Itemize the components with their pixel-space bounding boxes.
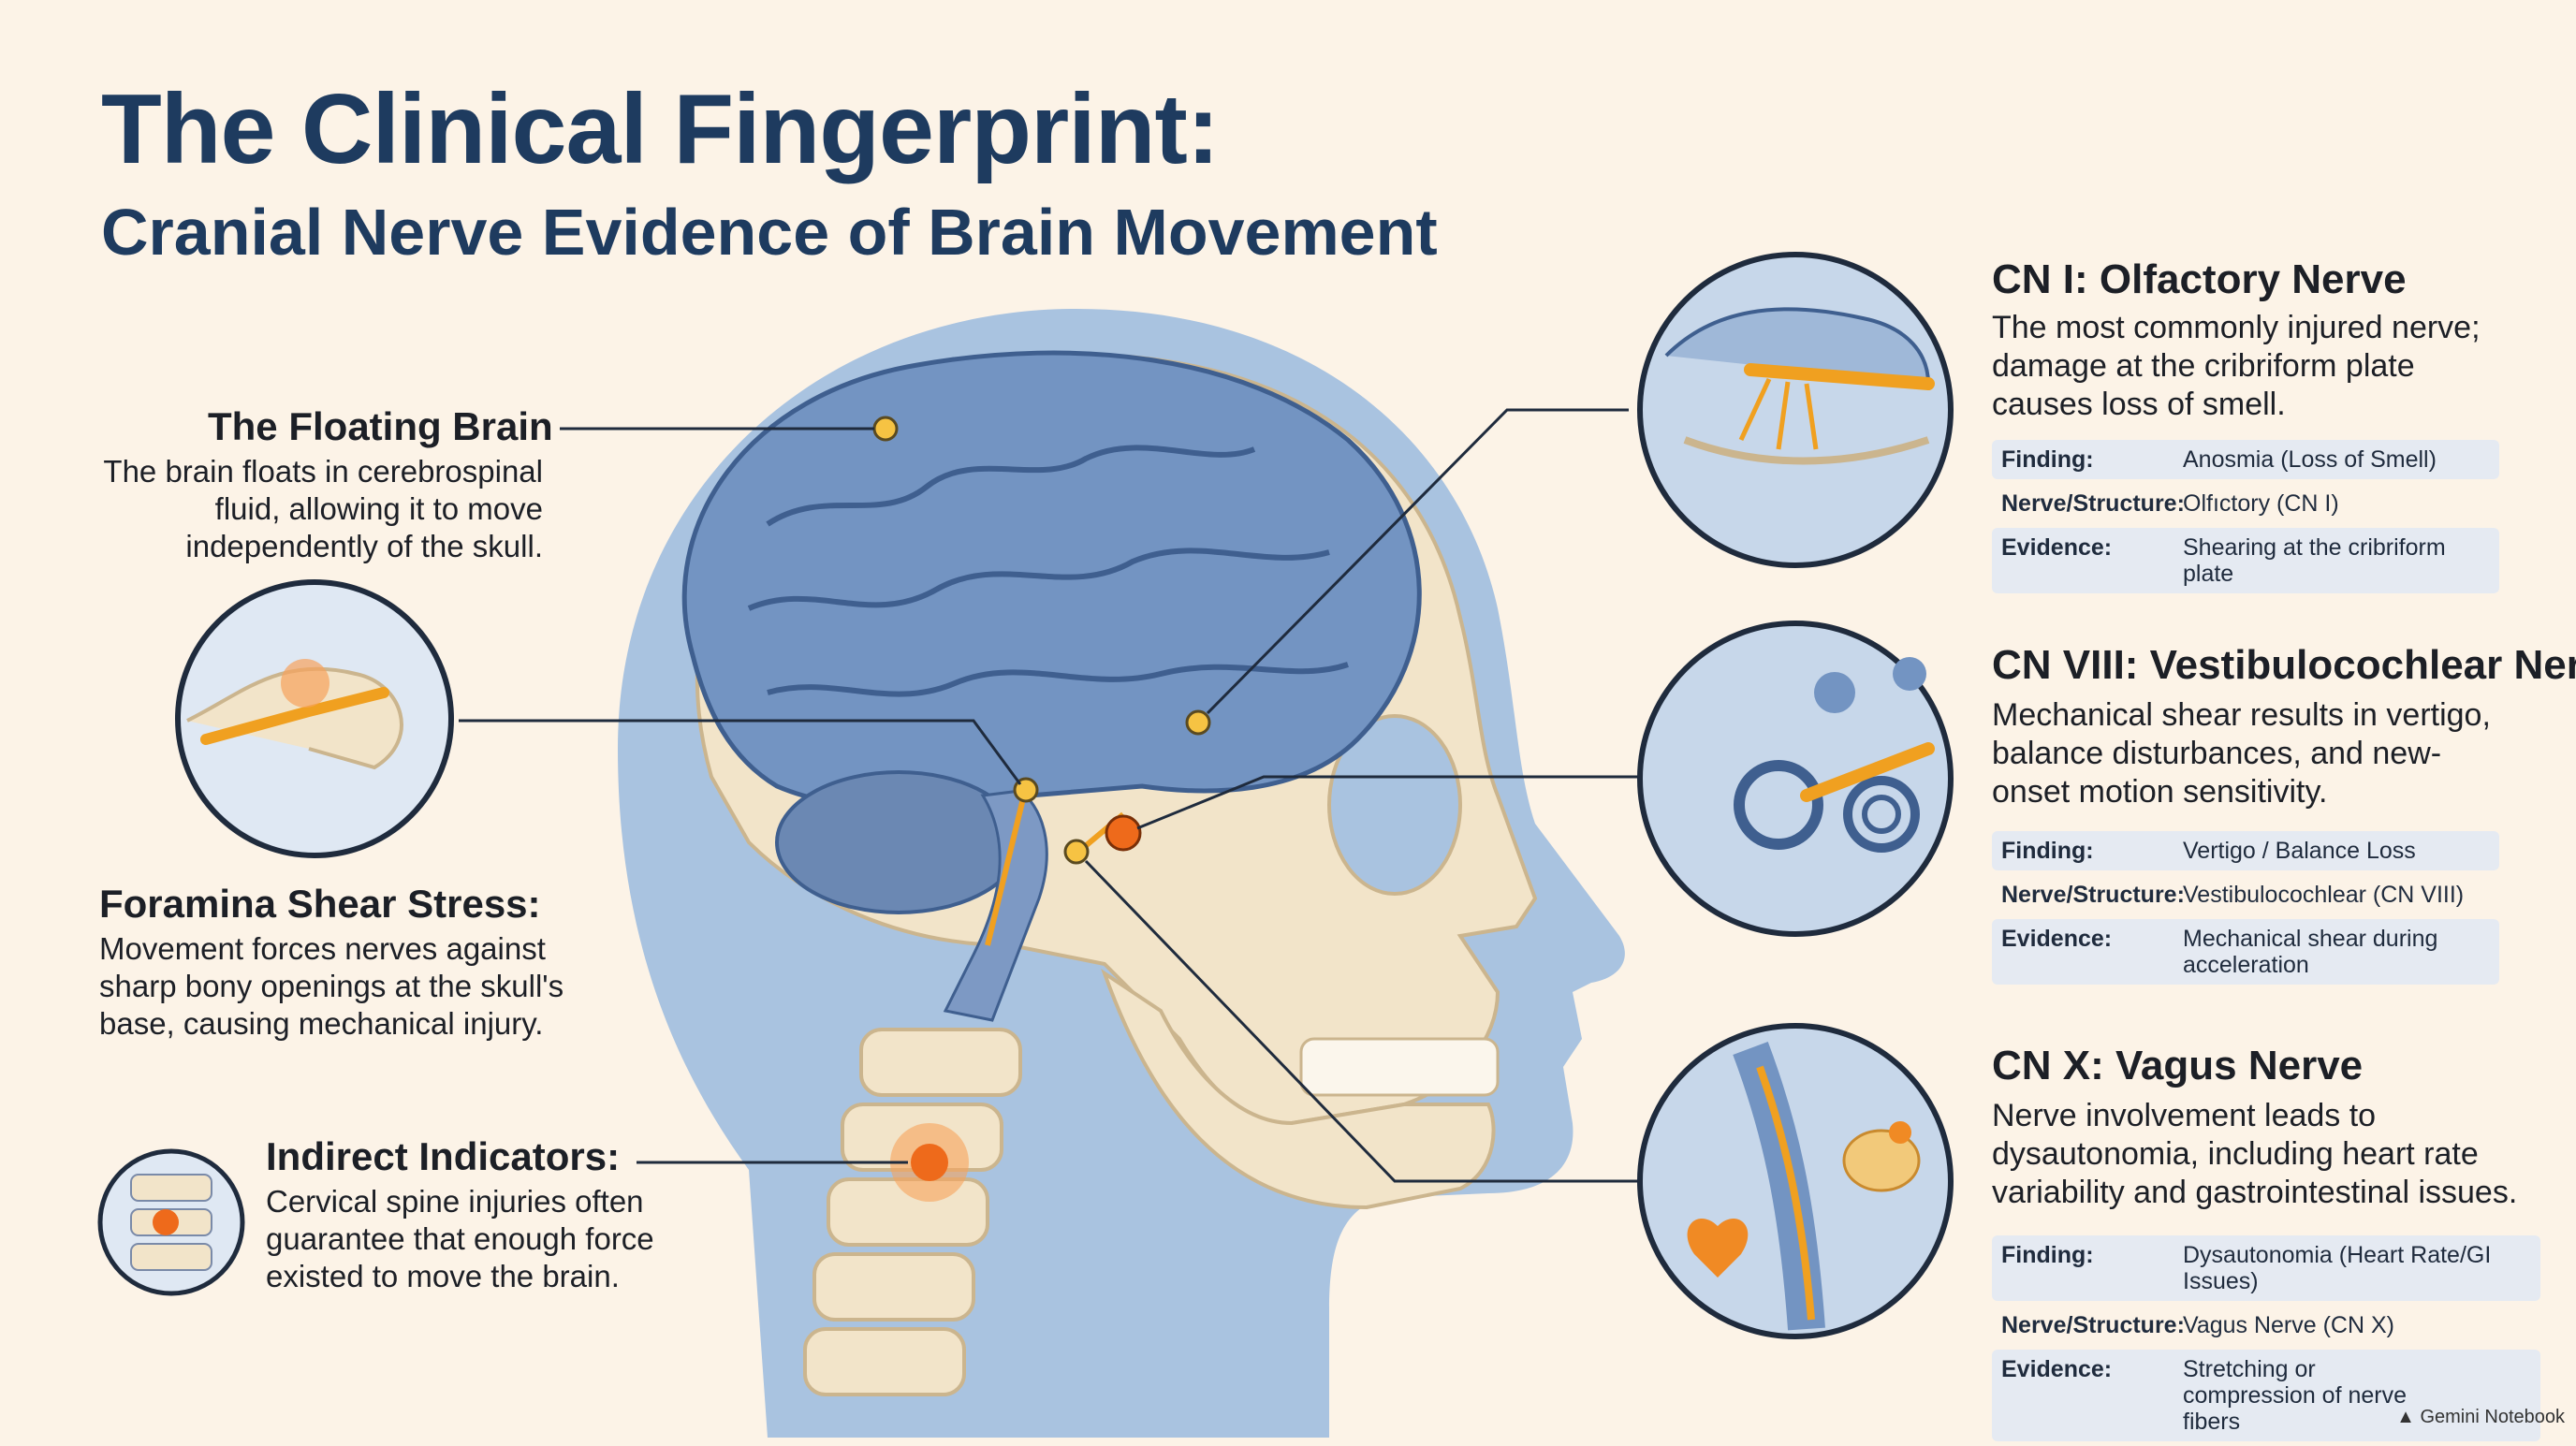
row-value: Olfıctory (CN I) (2183, 490, 2339, 517)
inset-spine (97, 1148, 245, 1296)
table-row: Nerve/Structure:Vagus Nerve (CN X) (1992, 1306, 2540, 1345)
row-label: Nerve/Structure: (2001, 490, 2185, 517)
row-label: Nerve/Structure: (2001, 1312, 2185, 1338)
row-value: Mechanical shear during acceleration (2183, 926, 2438, 978)
dot-olfactory (1185, 709, 1211, 736)
callout-foramina-body: Movement forces nerves against sharp bon… (99, 931, 564, 1041)
callout-indirect-body: Cervical spine injuries often guarantee … (266, 1184, 654, 1293)
dot-vagus (1063, 839, 1090, 865)
cerebellum (775, 770, 1022, 914)
table-row: Finding: Vertigo / Balance Loss (1992, 831, 2499, 870)
inset-foramina (175, 579, 454, 858)
cn10-body: Nerve involvement leads to dysautonomia,… (1992, 1098, 2518, 1210)
row-label: Finding: (2001, 838, 2094, 864)
row-label: Finding: (2001, 446, 2094, 473)
cn1-body: The most commonly injured nerve; damage … (1992, 310, 2481, 422)
inset-vagus (1637, 1023, 1954, 1339)
table-row: Evidence: Mechanical shear during acceler… (1992, 919, 2499, 985)
table-row: Evidence: Shearing at the cribriform plat… (1992, 528, 2499, 593)
cn10-heading: CN X: Vagus Nerve (1992, 1043, 2364, 1088)
brand-icon: ▲ (2396, 1407, 2415, 1427)
row-label: Evidence: (2001, 534, 2113, 561)
jaw (1101, 968, 1496, 1210)
eye-socket (1327, 714, 1462, 896)
row-label: Nerve/Structure: (2001, 882, 2185, 908)
inset-vestibulocochlear (1637, 621, 1954, 937)
cn10-table: Finding: Dysautonomia (Heart Rate/GI Issu… (1992, 1235, 2540, 1446)
cervical-spine (803, 1028, 1022, 1396)
page-subtitle: Cranial Nerve Evidence of Brain Movement (101, 196, 1438, 269)
row-value: Vestibulocochlear (CN VIII) (2183, 882, 2465, 908)
table-row: Finding: Dysautonomia (Heart Rate/GI Issu… (1992, 1235, 2540, 1301)
row-value: Anosmia (Loss of Smell) (2183, 446, 2437, 473)
dot-vestibulocochlear (1105, 814, 1142, 852)
row-value: Vertigo / Balance Loss (2183, 838, 2416, 864)
cn1-table: Finding: Anosmia (Loss of Smell) Nerve/St… (1992, 440, 2499, 598)
table-row: Finding: Anosmia (Loss of Smell) (1992, 440, 2499, 479)
row-label: Evidence: (2001, 926, 2113, 952)
row-label: Finding: (2001, 1242, 2094, 1268)
table-row: Nerve/Structure:Olfıctory (CN I) (1992, 484, 2499, 523)
brand-watermark: ▲ Gemini Notebook (2396, 1407, 2565, 1428)
brain (681, 350, 1422, 811)
row-value: Stretching or compression of nerve fiber… (2183, 1356, 2408, 1435)
callout-indirect-heading: Indirect Indicators: (266, 1134, 621, 1178)
callout-foramina-heading: Foramina Shear Stress: (99, 882, 541, 926)
callout-floating-brain-heading: The Floating Brain (208, 404, 553, 448)
cn8-body: Mechanical shear results in vertigo, bal… (1992, 697, 2491, 810)
table-row: Nerve/Structure:Vestibulocochlear (CN VI… (1992, 875, 2499, 914)
cn1-heading: CN I: Olfactory Nerve (1992, 256, 2407, 302)
table-row: Evidence: Stretching or compression of ne… (1992, 1350, 2540, 1441)
row-value: Shearing at the cribriform plate (2183, 534, 2446, 587)
callout-floating-brain-body: The brain floats in cerebrospinal fluid,… (103, 454, 543, 563)
brand-label: Gemini Notebook (2420, 1407, 2565, 1427)
row-value: Vagus Nerve (CN X) (2183, 1312, 2394, 1338)
inset-olfactory (1637, 252, 1954, 568)
page-title: The Clinical Fingerprint: (101, 74, 1220, 184)
dot-floating-brain (872, 416, 899, 442)
cn8-heading: CN VIII: Vestibulocochlear Nerve (1992, 642, 2576, 688)
teeth (1299, 1037, 1500, 1097)
row-value: Dysautonomia (Heart Rate/GI Issues) (2183, 1242, 2492, 1294)
row-label: Evidence: (2001, 1356, 2113, 1382)
cn8-table: Finding: Vertigo / Balance Loss Nerve/Str… (1992, 831, 2499, 989)
